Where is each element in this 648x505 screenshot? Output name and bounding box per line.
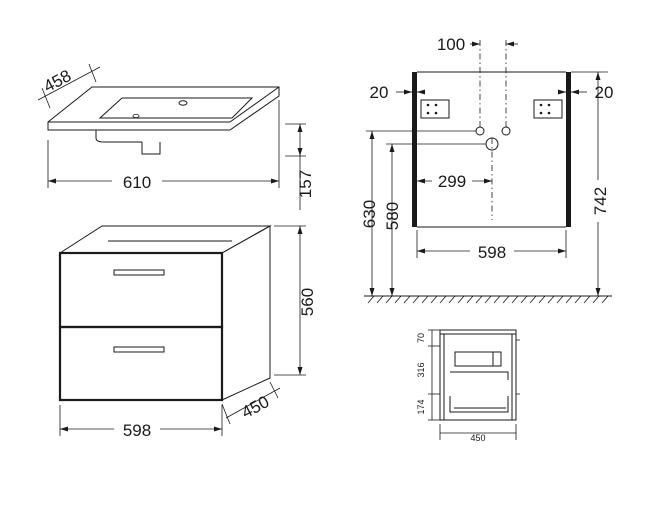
basin-underside: [95, 130, 142, 143]
dim-rear-offset-top: 100: [437, 35, 465, 54]
supply-right-icon: [501, 126, 511, 136]
bracket-left-icon: [420, 99, 450, 119]
side-outline: [439, 329, 517, 421]
floor-hatch-line: [466, 295, 474, 304]
drawer-upper[interactable]: [58, 251, 224, 329]
floor-hatch-line: [565, 295, 573, 304]
drawer-section-lower: [449, 396, 509, 413]
dim-side-bottom: 174: [416, 399, 426, 414]
floor-hatch-line: [430, 295, 438, 304]
dim-basin-height: 157: [296, 170, 315, 198]
floor-hatch-line: [547, 295, 555, 304]
cabinet-side: [221, 225, 271, 401]
floor-hatch-line: [439, 295, 447, 304]
supply-left-icon: [475, 126, 485, 136]
floor-hatch-line: [475, 295, 483, 304]
dim-rear-height-580: 580: [383, 202, 402, 230]
floor-hatch-line: [376, 295, 384, 304]
basin-right-edge: [229, 86, 280, 123]
floor-hatch-line: [592, 295, 600, 304]
dim-basin-width: 610: [123, 173, 151, 192]
floor-hatch-line: [493, 295, 501, 304]
dim-side-depth: 450: [470, 433, 485, 443]
rear-right-panel: [566, 72, 571, 227]
floor-hatch-line: [457, 295, 465, 304]
drawer-runner-upper: [450, 371, 509, 380]
dim-cabinet-height: 560: [298, 288, 317, 316]
rear-left-panel: [412, 72, 417, 227]
floor-hatch-line: [601, 295, 609, 304]
dim-side-top: 70: [416, 333, 426, 343]
floor-hatch-line: [583, 295, 591, 304]
floor-hatch-line: [502, 295, 510, 304]
floor-hatch-line: [484, 295, 492, 304]
bracket-right-icon: [533, 99, 563, 119]
floor-hatch-line: [511, 295, 519, 304]
handle-upper-icon[interactable]: [113, 269, 165, 276]
overflow-icon: [132, 114, 140, 119]
tap-hole-icon: [178, 100, 188, 106]
dim-cabinet-depth: 450: [238, 392, 272, 422]
handle-lower-icon[interactable]: [113, 346, 165, 353]
dim-rear-drain-offset: 299: [438, 172, 466, 191]
basin-bowl: [98, 97, 254, 119]
dim-rear-side-left: 20: [370, 83, 389, 102]
drawer-lower[interactable]: [58, 325, 224, 402]
floor-hatch-line: [421, 295, 429, 304]
dim-cabinet-width: 598: [123, 421, 151, 440]
cabinet-top: [59, 225, 272, 254]
floor-hatch-line: [367, 295, 375, 304]
floor-hatch-line: [574, 295, 582, 304]
floor-hatch-line: [448, 295, 456, 304]
basin-outline: [47, 86, 280, 131]
basin-view: 458 610 157: [37, 63, 315, 210]
dim-rear-width: 598: [478, 243, 506, 262]
side-section-view: 70 316 174 450: [416, 329, 520, 443]
dim-rear-side-right: 20: [595, 83, 614, 102]
floor-hatch-line: [403, 295, 411, 304]
floor-hatch-line: [412, 295, 420, 304]
floor-hatch: [367, 295, 609, 304]
floor-hatch-line: [538, 295, 546, 304]
siphon-icon: [141, 142, 161, 155]
dim-rear-height-630: 630: [360, 200, 379, 228]
dim-rear-height-742: 742: [591, 187, 610, 215]
dim-side-mid: 316: [416, 362, 426, 377]
floor-hatch-line: [394, 295, 402, 304]
rear-view: 100 20 20 299 630 580: [360, 35, 614, 304]
floor-hatch-line: [385, 295, 393, 304]
drawer-section-upper: [454, 351, 494, 367]
dim-basin-depth: 458: [40, 66, 74, 96]
floor-hatch-line: [529, 295, 537, 304]
floor-hatch-line: [556, 295, 564, 304]
floor-hatch-line: [520, 295, 528, 304]
cabinet-view: 560 598 450: [58, 225, 317, 440]
